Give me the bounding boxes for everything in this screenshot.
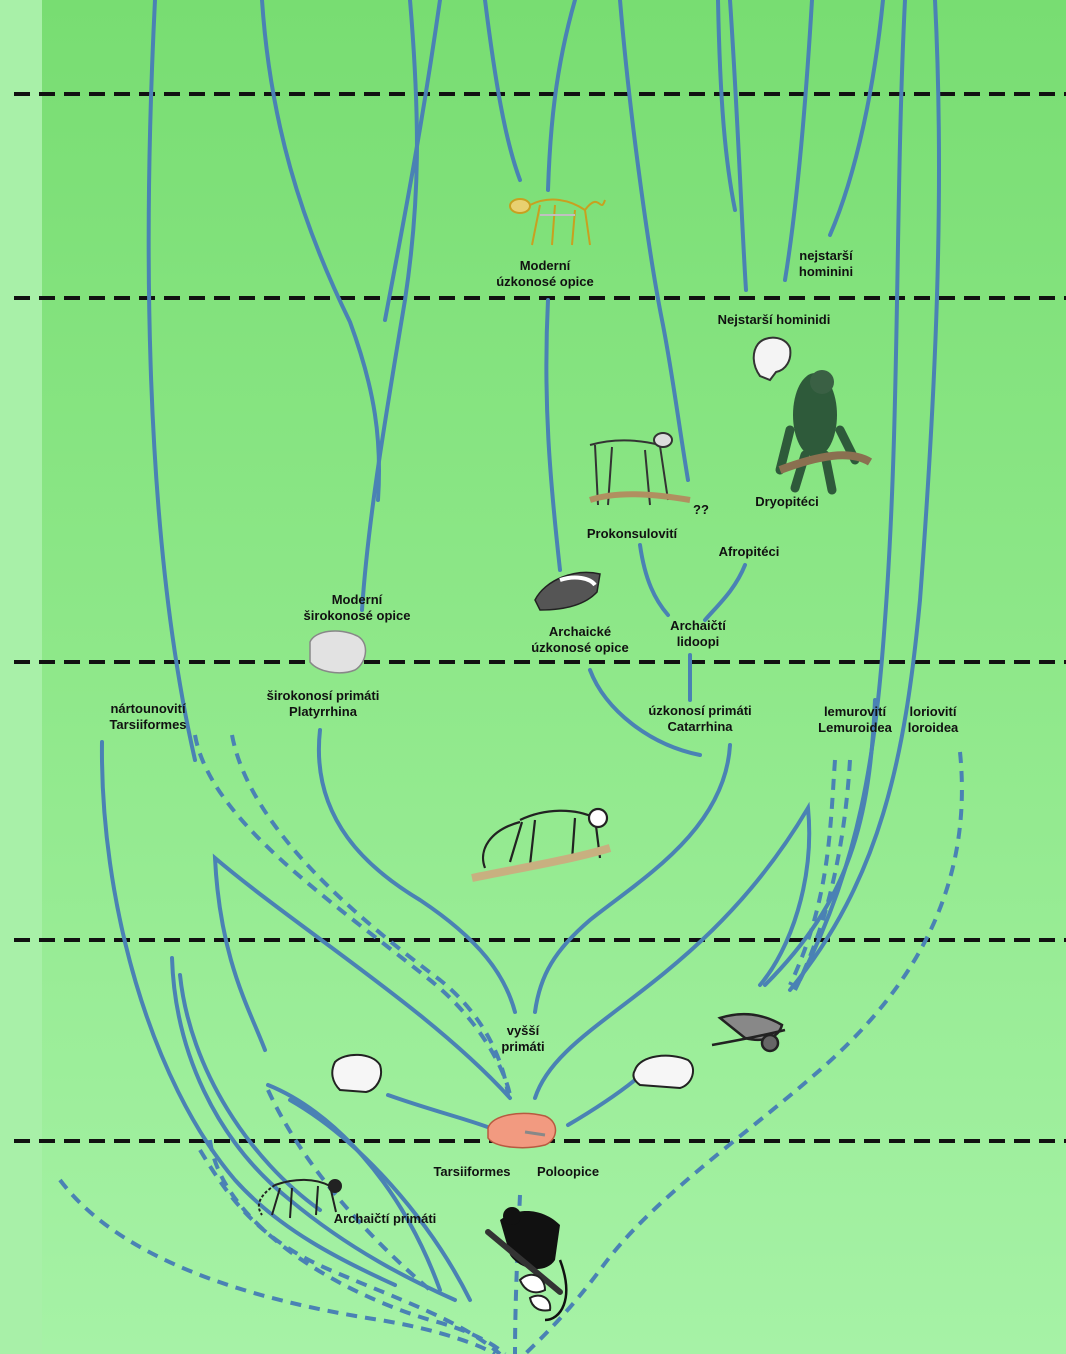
branch-modern-catarrhine-a — [483, 0, 522, 182]
label-prosimians: Poloopice — [536, 1164, 600, 1179]
dashed-lemur-b — [793, 759, 852, 991]
branch-platyrrhine-main — [316, 728, 517, 1014]
dashed-tarsier-b — [230, 734, 510, 1096]
primate-skeleton-icon — [471, 807, 612, 882]
lemur-icon — [711, 1012, 786, 1053]
dashed-lemur-a — [788, 759, 837, 986]
dashed-archaic-a — [208, 1139, 507, 1354]
archaic-catarrhine-skull-icon — [534, 571, 601, 611]
proconsul-skeleton-icon — [589, 432, 691, 506]
archaic-primate-skeleton-icon — [257, 1178, 342, 1219]
hominid-skull-icon — [752, 336, 792, 382]
dashed-archaic-b — [58, 1178, 497, 1354]
tarsier-skull-icon — [331, 1053, 382, 1094]
monkey-skeleton-icon — [509, 198, 606, 246]
label-lemuroidea: lemurovití Lemuroidea — [818, 704, 892, 735]
branch-platyrrhine-a — [260, 0, 382, 502]
dashed-loris — [523, 751, 964, 1354]
label-loroidea: loriovití loroidea — [907, 704, 959, 735]
label-platyrrhina: širokonosí primáti Platyrrhina — [266, 688, 380, 719]
branch-modern-catarrhine-b — [546, 0, 577, 192]
primate-skull-icon — [632, 1054, 695, 1090]
branches — [99, 0, 942, 1302]
branch-higher-primates-left — [212, 853, 512, 1100]
label-question: ?? — [693, 502, 709, 517]
dryopithecus-ape-icon — [775, 370, 873, 495]
label-proconsulids: Prokonsulovití — [586, 526, 678, 541]
label-tarsiiformes-group: nártounovití Tarsiiformes — [109, 701, 187, 732]
branch-archaic-a — [170, 956, 457, 1302]
label-oldest-hominids: Nejstarší hominidi — [717, 312, 831, 327]
branch-lemur-c — [763, 698, 877, 987]
label-higher-primates: vyšší primáti — [501, 1023, 545, 1054]
label-modern-platyrrhines: Moderní širokonosé opice — [303, 592, 411, 623]
branch-platyrrhine-b — [360, 0, 419, 612]
branch-lemur-to-brain — [566, 1078, 637, 1127]
label-dryopithecines: Dryopitéci — [755, 494, 819, 509]
primate-on-branch-icon — [485, 1207, 568, 1322]
branch-hominin-b — [783, 0, 814, 282]
branch-proconsul — [638, 543, 670, 617]
branch-hominin-c — [828, 0, 885, 237]
branch-ape-a — [618, 0, 690, 482]
label-archaic-catarrhines: Archaické úzkonosé opice — [531, 624, 629, 655]
label-modern-catarrhines: Moderní úzkonosé opice — [496, 258, 594, 289]
time-dividers — [14, 92, 1066, 1143]
label-archaic-apes: Archaičtí lidoopi — [670, 618, 726, 649]
label-oldest-hominini: nejstarší hominini — [798, 248, 854, 279]
branch-tarsier-solid — [99, 740, 397, 1287]
branch-archaic-catarrhine — [544, 298, 562, 572]
branch-archaic-b — [178, 973, 322, 1212]
branch-afropithecine — [703, 563, 747, 622]
branch-archaic-d — [288, 1098, 472, 1302]
dashed-tarsier-a — [193, 734, 512, 1096]
dashed-archaic-d — [266, 1089, 432, 1292]
label-archaic-primates: Archaičtí primáti — [333, 1211, 437, 1226]
branch-tarsier-upper — [146, 0, 197, 762]
branch-skull-to-brain — [386, 1093, 492, 1130]
label-catarrhina: úzkonosí primáti Catarrhina — [648, 703, 752, 734]
dashed-stem-center — [513, 1194, 522, 1354]
branch-catarrhine-low — [588, 668, 702, 757]
brain-icon — [487, 1112, 557, 1149]
label-afropithecines: Afropitéci — [718, 544, 780, 559]
branch-catarrhine-main — [533, 743, 732, 1014]
label-tarsiiformes: Tarsiiformes — [433, 1164, 511, 1179]
dashed-branches — [58, 734, 964, 1354]
branch-lemur-a — [788, 0, 942, 992]
branch-ape-b — [716, 0, 737, 212]
platyrrhine-fossil-icon — [309, 630, 367, 674]
dashed-archaic-c — [198, 1148, 502, 1354]
branch-higher-primates-right — [533, 801, 812, 1100]
branch-hominin-a — [728, 0, 748, 292]
branch-platyrrhine-c — [383, 0, 442, 322]
